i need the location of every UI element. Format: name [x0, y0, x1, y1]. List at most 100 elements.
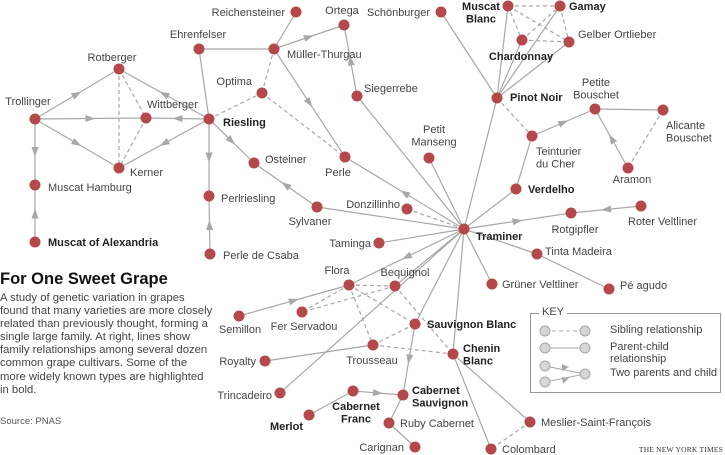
node-dot[interactable] [526, 130, 538, 142]
node-dot[interactable] [622, 162, 634, 174]
grape-node-gelber[interactable]: Gelber Ortlieber [563, 29, 657, 48]
node-dot[interactable] [29, 113, 41, 125]
node-dot[interactable] [603, 283, 615, 295]
node-dot[interactable] [367, 339, 379, 351]
grape-node-muscathamburg[interactable]: Muscat Hamburg [29, 179, 132, 195]
node-dot[interactable] [274, 387, 286, 399]
node-dot[interactable] [296, 306, 308, 318]
grape-node-siegerrebe[interactable]: Siegerrebe [351, 83, 418, 102]
node-dot[interactable] [347, 385, 359, 397]
grape-node-wittberger[interactable]: Wittberger [140, 99, 199, 124]
node-dot[interactable] [203, 113, 215, 125]
grape-node-pinotnoir[interactable]: Pinot Noir [491, 92, 564, 104]
node-dot[interactable] [339, 151, 351, 163]
node-dot[interactable] [29, 179, 41, 191]
node-dot[interactable] [248, 157, 260, 169]
node-dot[interactable] [343, 279, 355, 291]
grape-node-perlecsaba[interactable]: Perle de Csaba [204, 248, 300, 263]
grape-node-schonburger[interactable]: Schönburger [367, 6, 447, 20]
grape-node-osteiner[interactable]: Osteiner [248, 154, 307, 169]
grape-node-verdelho[interactable]: Verdelho [510, 183, 575, 197]
grape-node-sauvblanc[interactable]: Sauvignon Blanc [409, 318, 517, 332]
grape-node-donzillinho[interactable]: Donzillinho [346, 199, 413, 215]
node-dot[interactable] [259, 355, 271, 367]
node-dot[interactable] [657, 104, 669, 116]
grape-node-trollinger[interactable]: Trollinger [5, 96, 51, 125]
node-dot[interactable] [635, 200, 647, 212]
node-dot[interactable] [233, 310, 245, 322]
node-dot[interactable] [565, 207, 577, 219]
grape-node-gruner[interactable]: Grüner Veltliner [486, 278, 579, 292]
grape-node-aramon[interactable]: Aramon [613, 162, 652, 187]
node-dot[interactable] [458, 223, 470, 235]
grape-node-traminer[interactable]: Traminer [458, 223, 524, 244]
node-dot[interactable] [589, 103, 601, 115]
grape-node-peagudo[interactable]: Pé agudo [603, 280, 668, 295]
grape-node-muscatalex[interactable]: Muscat of Alexandria [29, 236, 160, 250]
grape-node-carignan[interactable]: Carignan [359, 441, 421, 455]
grape-node-rotberger[interactable]: Rotberger [88, 52, 137, 75]
grape-node-roterveltliner[interactable]: Roter Veltliner [628, 200, 697, 229]
node-dot[interactable] [491, 92, 503, 104]
node-dot[interactable] [389, 280, 401, 292]
node-dot[interactable] [397, 389, 409, 401]
node-dot[interactable] [373, 237, 385, 249]
node-dot[interactable] [531, 248, 543, 260]
grape-node-kerner[interactable]: Kerner [113, 162, 164, 180]
grape-node-taminga[interactable]: Taminga [329, 237, 385, 251]
node-dot[interactable] [563, 36, 575, 48]
node-dot[interactable] [140, 112, 152, 124]
node-dot[interactable] [435, 6, 447, 18]
grape-node-ferservadou[interactable]: Fer Servadou [271, 306, 338, 334]
node-dot[interactable] [303, 409, 315, 421]
node-dot[interactable] [383, 417, 395, 429]
grape-node-sylvaner[interactable]: Sylvaner [289, 201, 332, 229]
node-dot[interactable] [256, 87, 268, 99]
grape-node-meslier[interactable]: Meslier-Saint-François [524, 416, 652, 430]
node-dot[interactable] [423, 152, 435, 164]
node-dot[interactable] [486, 278, 498, 290]
node-dot[interactable] [204, 248, 216, 260]
node-dot[interactable] [351, 90, 363, 102]
grape-node-perle[interactable]: Perle [325, 151, 351, 180]
node-dot[interactable] [113, 63, 125, 75]
grape-node-optima[interactable]: Optima [217, 76, 268, 99]
node-dot[interactable] [338, 19, 350, 31]
node-dot[interactable] [510, 183, 522, 195]
node-dot[interactable] [290, 6, 302, 18]
grape-node-semillon[interactable]: Semillon [219, 310, 261, 337]
grape-node-perlriesling[interactable]: Perlriesling [203, 190, 276, 206]
node-dot[interactable] [311, 201, 323, 213]
node-dot[interactable] [524, 416, 536, 428]
grape-node-trousseau[interactable]: Trousseau [346, 339, 398, 368]
grape-node-royalty[interactable]: Royalty [219, 355, 271, 369]
node-dot[interactable] [203, 190, 215, 202]
node-dot[interactable] [485, 443, 497, 455]
grape-node-muller[interactable]: Müller-Thurgau [268, 43, 362, 62]
node-dot[interactable] [193, 43, 205, 55]
grape-node-riesling[interactable]: Riesling [203, 113, 266, 130]
node-dot[interactable] [409, 441, 421, 453]
node-dot[interactable] [502, 0, 514, 12]
grape-node-bequignol[interactable]: Bequignol [381, 267, 430, 292]
node-dot[interactable] [113, 162, 125, 174]
grape-node-ehrenfelser[interactable]: Ehrenfelser [170, 29, 227, 55]
grape-node-colombard[interactable]: Colombard [485, 443, 556, 455]
grape-node-merlot[interactable]: Merlot [270, 409, 315, 434]
grape-node-chardonnay[interactable]: Chardonnay [489, 34, 554, 64]
grape-node-gamay[interactable]: Gamay [554, 0, 607, 14]
grape-node-flora[interactable]: Flora [324, 265, 355, 291]
node-dot[interactable] [554, 0, 566, 12]
node-dot[interactable] [516, 34, 528, 46]
node-dot[interactable] [268, 43, 280, 55]
grape-node-rotgipfler[interactable]: Rotgipfler [551, 207, 599, 237]
grape-node-trincadeiro[interactable]: Trincadeiro [217, 387, 286, 403]
